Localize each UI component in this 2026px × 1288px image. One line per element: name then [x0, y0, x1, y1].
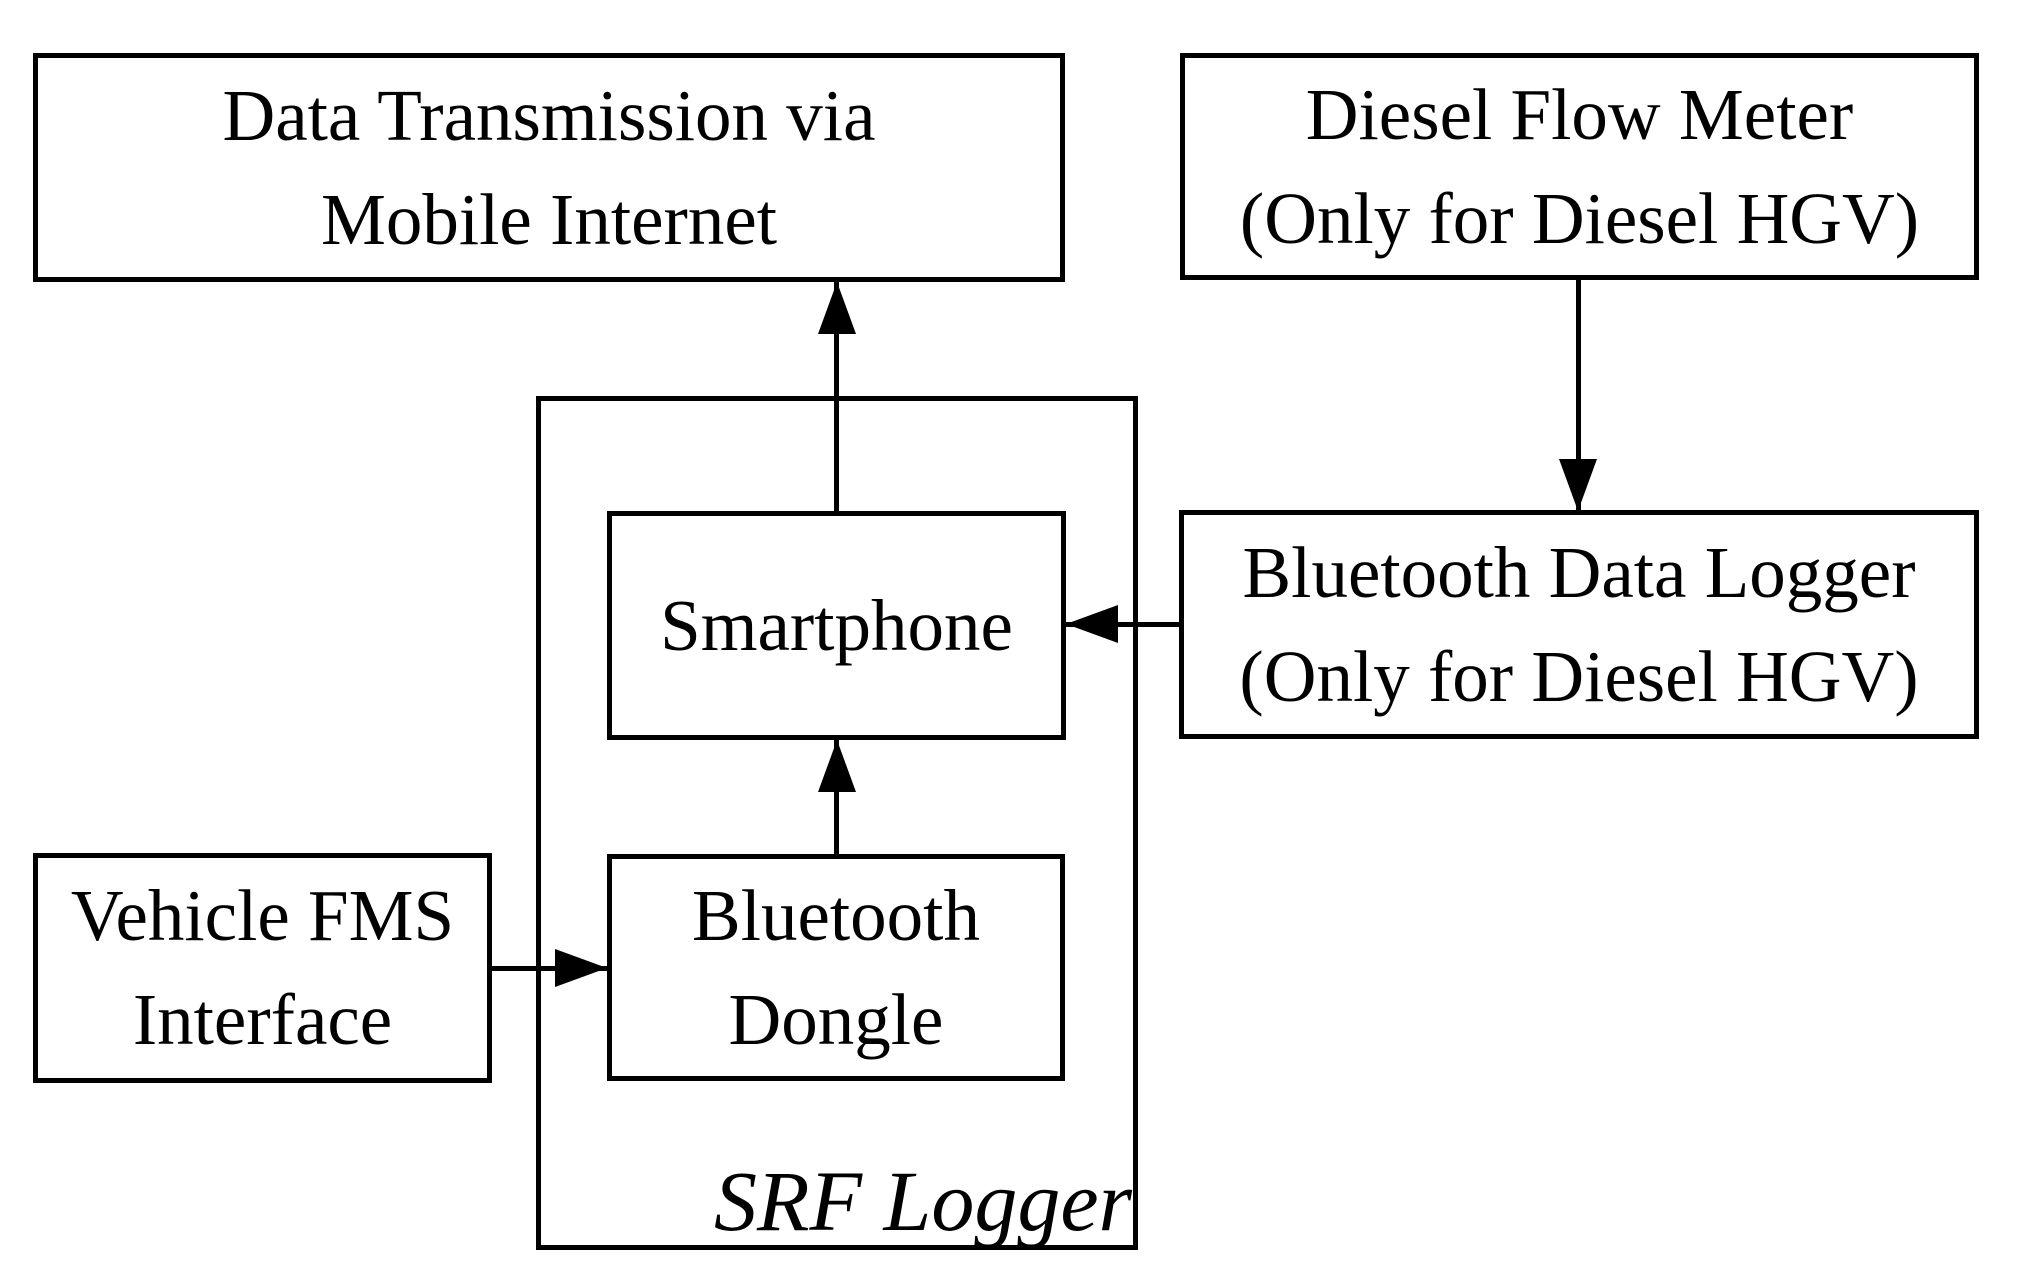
srf-logger-group-label: SRF Logger	[713, 1153, 1133, 1249]
arrow-dongle-to-smartphone-line	[834, 740, 839, 854]
bluetooth-data-logger-label-line1: Bluetooth Data Logger	[1242, 531, 1916, 613]
bluetooth-dongle-box: Bluetooth Dongle	[607, 854, 1065, 1081]
arrow-up-icon	[818, 740, 856, 792]
data-transmission-label-line1: Data Transmission via	[222, 74, 876, 156]
vehicle-fms-label-line1: Vehicle FMS	[70, 875, 455, 957]
arrow-data-logger-to-smartphone-line	[1066, 622, 1179, 627]
arrow-right-icon	[555, 949, 607, 987]
arrow-down-icon	[1559, 459, 1597, 511]
vehicle-fms-label-line2: Interface	[132, 979, 393, 1060]
vehicle-fms-interface-box: Vehicle FMS Interface	[33, 853, 492, 1083]
diesel-flow-meter-label-line2: (Only for Diesel HGV)	[1239, 177, 1920, 259]
arrow-vehicle-fms-to-dongle-line	[492, 966, 607, 971]
arrow-up-icon	[818, 282, 856, 334]
data-transmission-label-line2: Mobile Internet	[320, 178, 778, 260]
bluetooth-dongle-label-line2: Dongle	[728, 978, 944, 1060]
bluetooth-data-logger-label-line2: (Only for Diesel HGV)	[1239, 635, 1919, 717]
bluetooth-data-logger-box: Bluetooth Data Logger (Only for Diesel H…	[1179, 510, 1979, 739]
diesel-flow-meter-box: Diesel Flow Meter (Only for Diesel HGV)	[1180, 53, 1979, 280]
arrow-smartphone-to-data-transmission-line	[834, 282, 839, 511]
data-transmission-box: Data Transmission via Mobile Internet	[33, 53, 1065, 282]
diesel-flow-meter-label-line1: Diesel Flow Meter	[1305, 73, 1854, 155]
arrow-left-icon	[1066, 605, 1118, 643]
smartphone-label: Smartphone	[660, 584, 1013, 666]
arrow-diesel-flow-meter-to-data-logger-line	[1576, 280, 1581, 511]
smartphone-box: Smartphone	[607, 511, 1066, 740]
bluetooth-dongle-label-line1: Bluetooth	[692, 874, 980, 956]
